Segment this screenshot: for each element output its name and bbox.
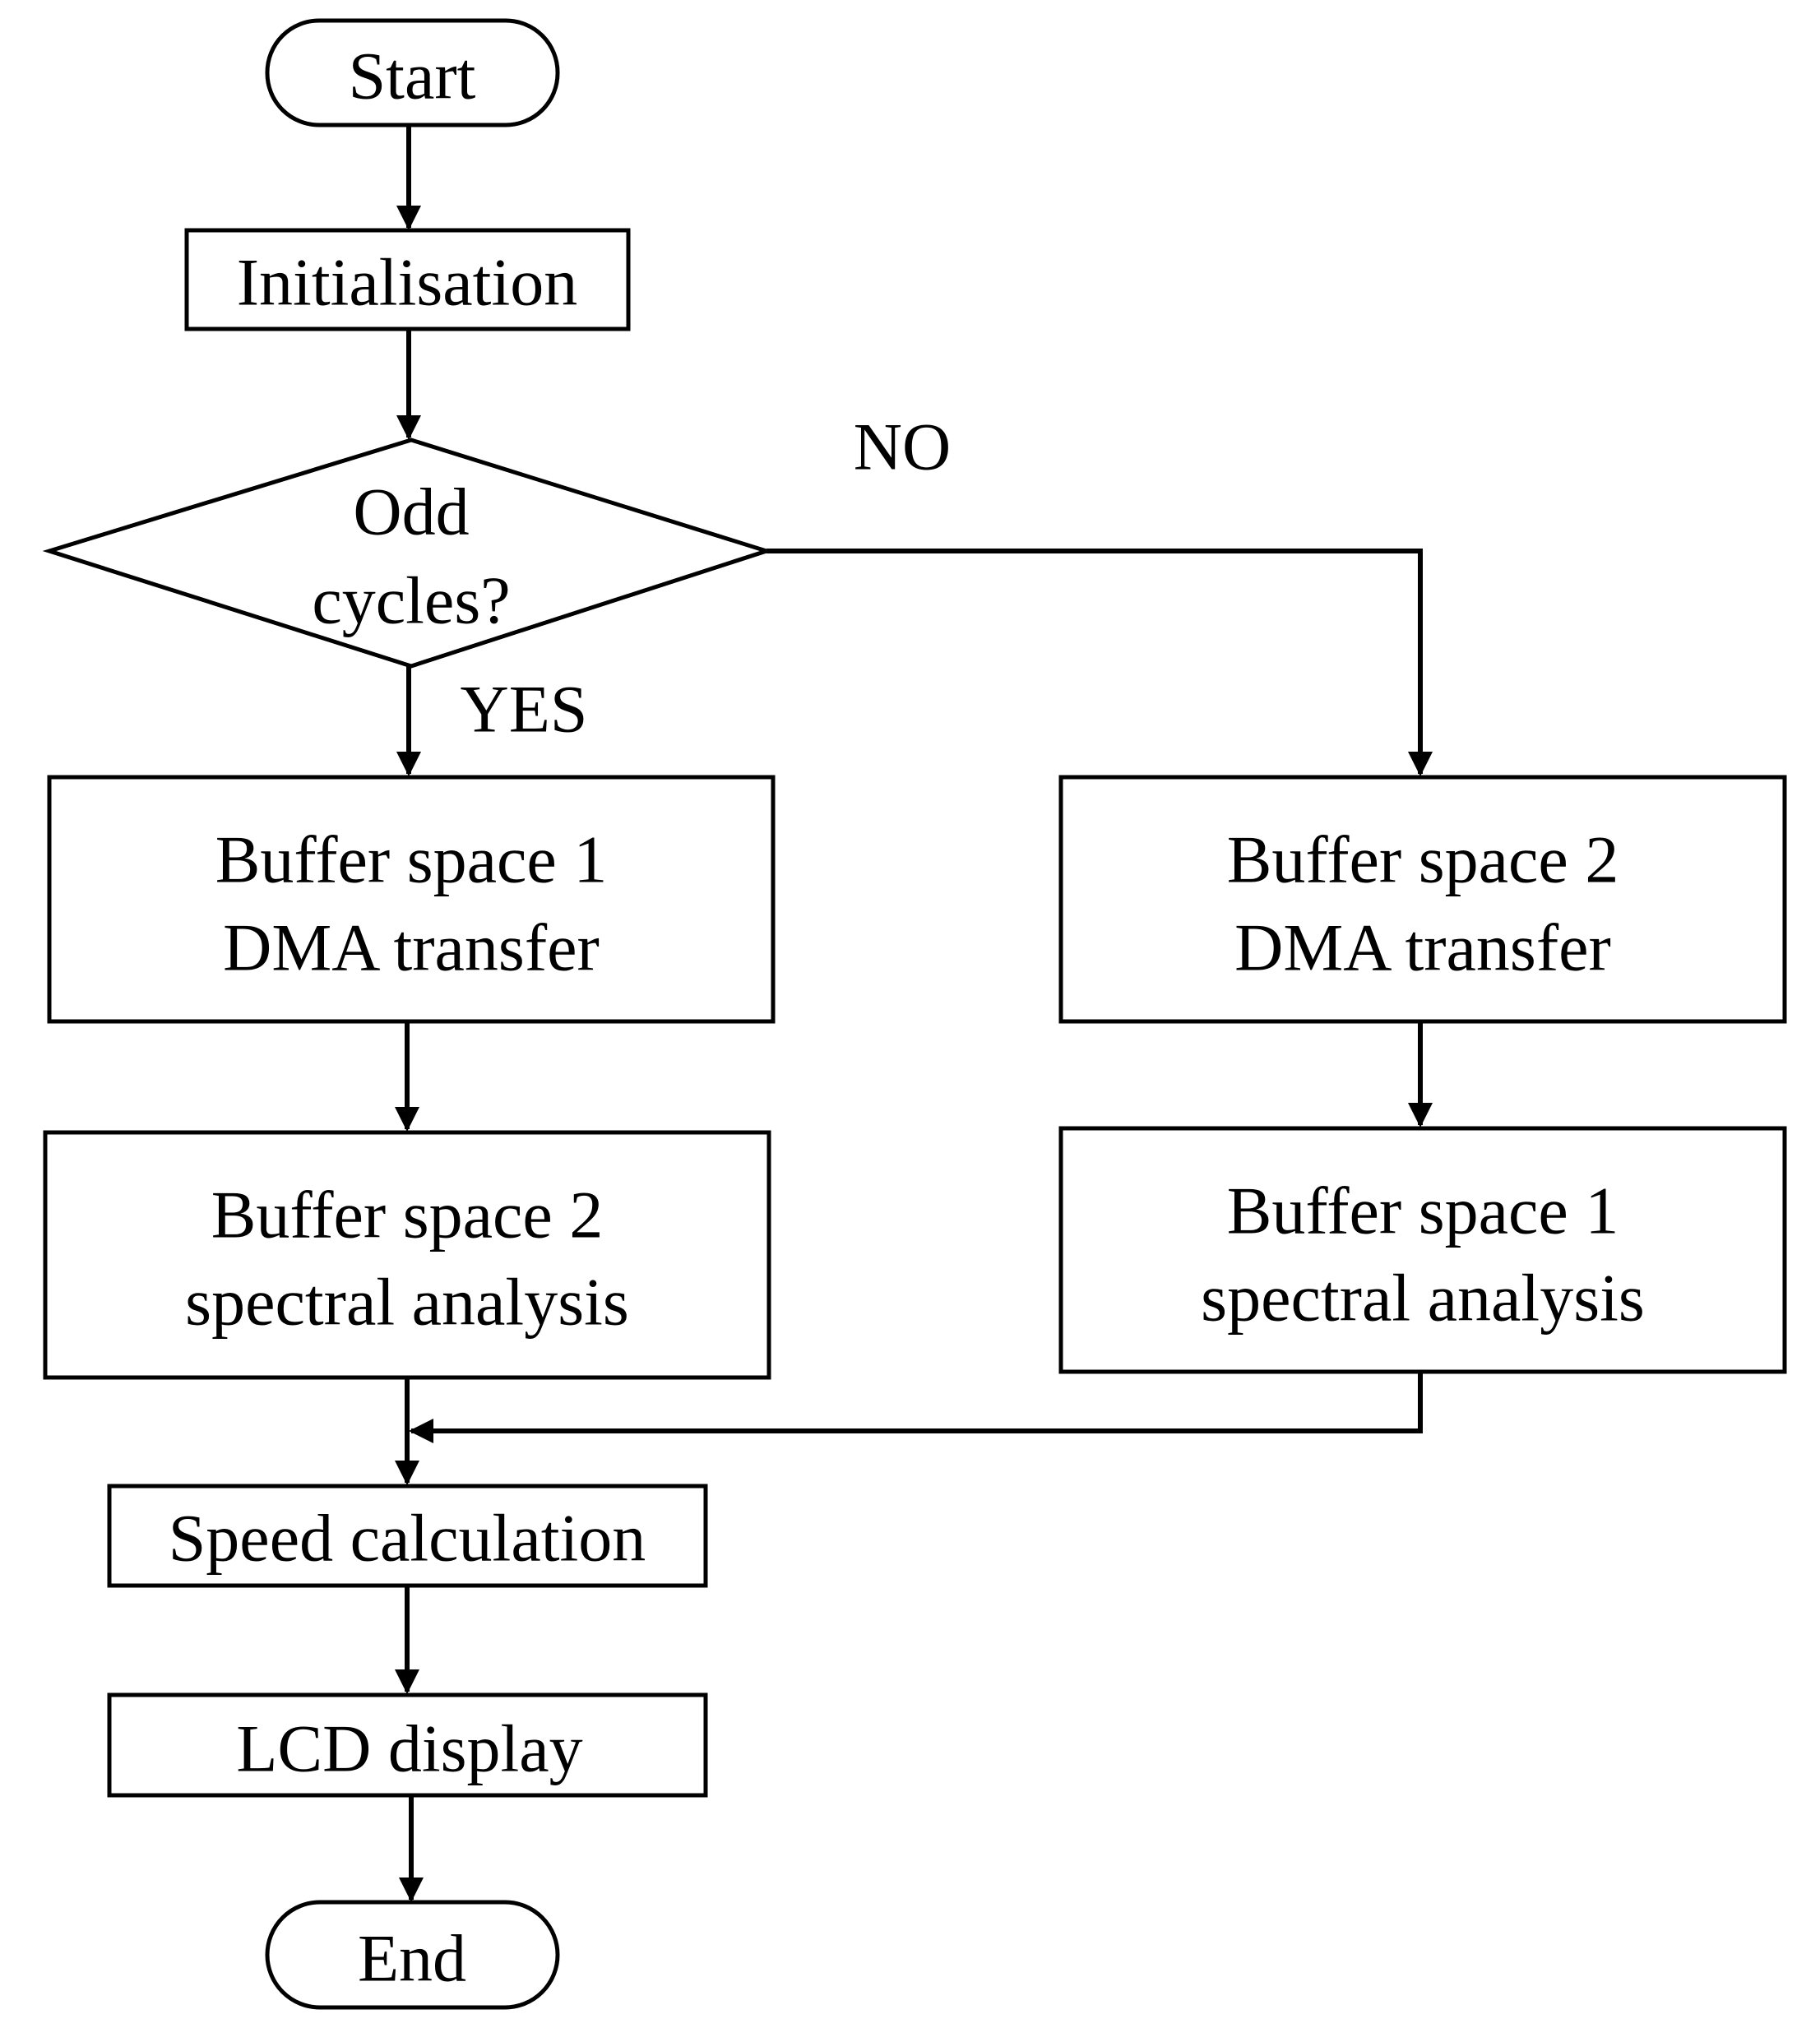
buffer2-spectral-line2: spectral analysis (185, 1265, 629, 1340)
odd-cycles-decision: Odd cycles? (42, 438, 774, 669)
arrow-decision-no (766, 549, 1433, 776)
end-terminator: End (265, 1900, 560, 2010)
buffer2-spectral-box: Buffer space 2 spectral analysis (43, 1130, 771, 1380)
speed-calculation-box: Speed calculation (107, 1484, 708, 1588)
buffer1-spectral-line2: spectral analysis (1201, 1261, 1645, 1336)
buffer2-dma-box: Buffer space 2 DMA transfer (1058, 775, 1787, 1024)
speed-calculation-label: Speed calculation (169, 1501, 646, 1576)
buffer2-dma-line2: DMA transfer (1234, 910, 1611, 985)
start-terminator: Start (265, 18, 560, 127)
lcd-display-box: LCD display (107, 1692, 708, 1798)
arrow-buf1spec-merge (409, 1372, 1423, 1443)
start-label: Start (349, 39, 476, 113)
buffer1-dma-box: Buffer space 1 DMA transfer (47, 775, 776, 1024)
buffer2-spectral-line1: Buffer space 2 (211, 1178, 604, 1252)
initialisation-label: Initialisation (237, 245, 577, 320)
decision-label-line1: Odd (353, 475, 469, 549)
initialisation-box: Initialisation (184, 228, 631, 331)
decision-label-line2: cycles? (312, 563, 510, 638)
buffer1-spectral-box: Buffer space 1 spectral analysis (1058, 1126, 1787, 1374)
buffer1-dma-line1: Buffer space 1 (215, 822, 608, 897)
lcd-display-label: LCD display (236, 1711, 582, 1786)
end-label: End (358, 1921, 466, 1996)
no-branch-label: NO (854, 410, 951, 484)
yes-branch-label: YES (461, 672, 588, 747)
buffer2-dma-line1: Buffer space 2 (1227, 822, 1619, 897)
buffer1-dma-line2: DMA transfer (223, 910, 600, 985)
buffer1-spectral-line1: Buffer space 1 (1227, 1174, 1619, 1248)
